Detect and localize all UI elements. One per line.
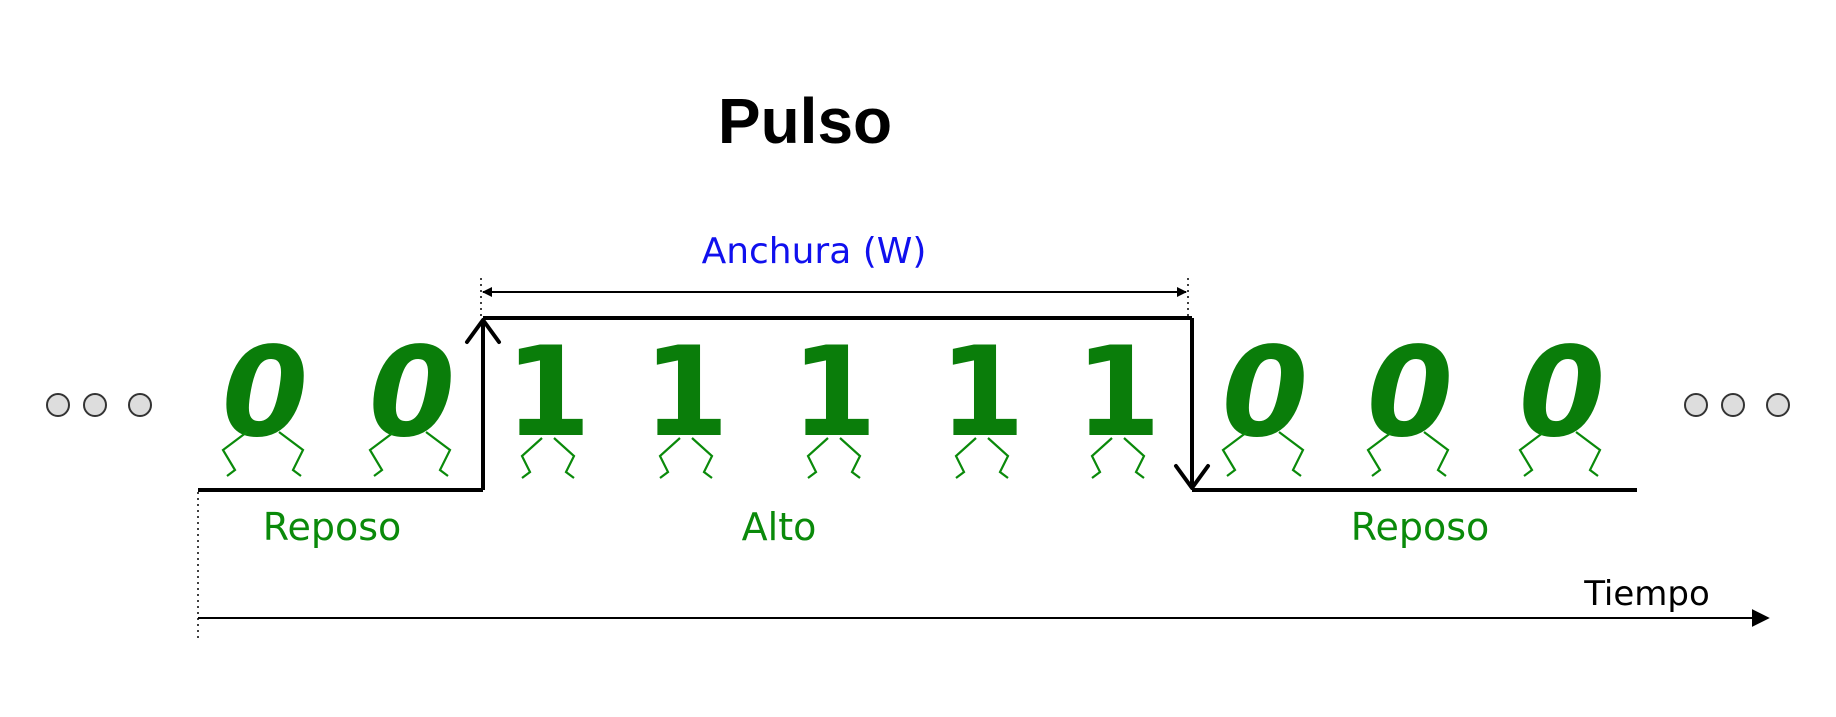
bit-0-figure: 0 bbox=[368, 321, 455, 477]
bit-1-figure: 1 bbox=[791, 321, 877, 479]
ellipsis-dot bbox=[1721, 393, 1745, 417]
bit-legs bbox=[806, 437, 862, 479]
bit-1-figure: 1 bbox=[939, 321, 1025, 479]
bit-value: 1 bbox=[1075, 321, 1161, 465]
time-axis-label: Tiempo bbox=[1583, 574, 1710, 614]
ellipsis-dot bbox=[46, 393, 70, 417]
bit-legs bbox=[221, 431, 305, 477]
bit-legs bbox=[1221, 431, 1305, 477]
ellipsis-right bbox=[1684, 393, 1790, 417]
ellipsis-dot bbox=[1684, 393, 1708, 417]
bit-1-figure: 1 bbox=[1075, 321, 1161, 479]
bit-0-figure: 0 bbox=[1518, 321, 1605, 477]
width-label: Anchura (W) bbox=[702, 231, 927, 272]
bit-value: 1 bbox=[939, 321, 1025, 465]
ellipsis-left bbox=[46, 393, 152, 417]
bit-0-figure: 0 bbox=[1366, 321, 1453, 477]
high-label: Alto bbox=[742, 505, 817, 549]
diagram-title: Pulso bbox=[718, 85, 892, 157]
bit-value: 1 bbox=[643, 321, 729, 465]
bit-1-figure: 1 bbox=[643, 321, 729, 479]
ellipsis-dot bbox=[1766, 393, 1790, 417]
bit-0-figure: 0 bbox=[1221, 321, 1308, 477]
bit-value: 1 bbox=[791, 321, 877, 465]
bit-1-figure: 1 bbox=[505, 321, 591, 479]
ellipsis-dot bbox=[83, 393, 107, 417]
bit-legs bbox=[520, 437, 576, 479]
bit-value: 1 bbox=[505, 321, 591, 465]
ellipsis-dot bbox=[128, 393, 152, 417]
bit-0-figure: 0 bbox=[221, 321, 308, 477]
bit-legs bbox=[1090, 437, 1146, 479]
rest-right-label: Reposo bbox=[1351, 505, 1490, 549]
bit-legs bbox=[954, 437, 1010, 479]
bit-legs bbox=[1518, 431, 1602, 477]
bit-legs bbox=[368, 431, 452, 477]
bit-legs bbox=[658, 437, 714, 479]
bit-legs bbox=[1366, 431, 1450, 477]
rest-left-label: Reposo bbox=[263, 505, 402, 549]
